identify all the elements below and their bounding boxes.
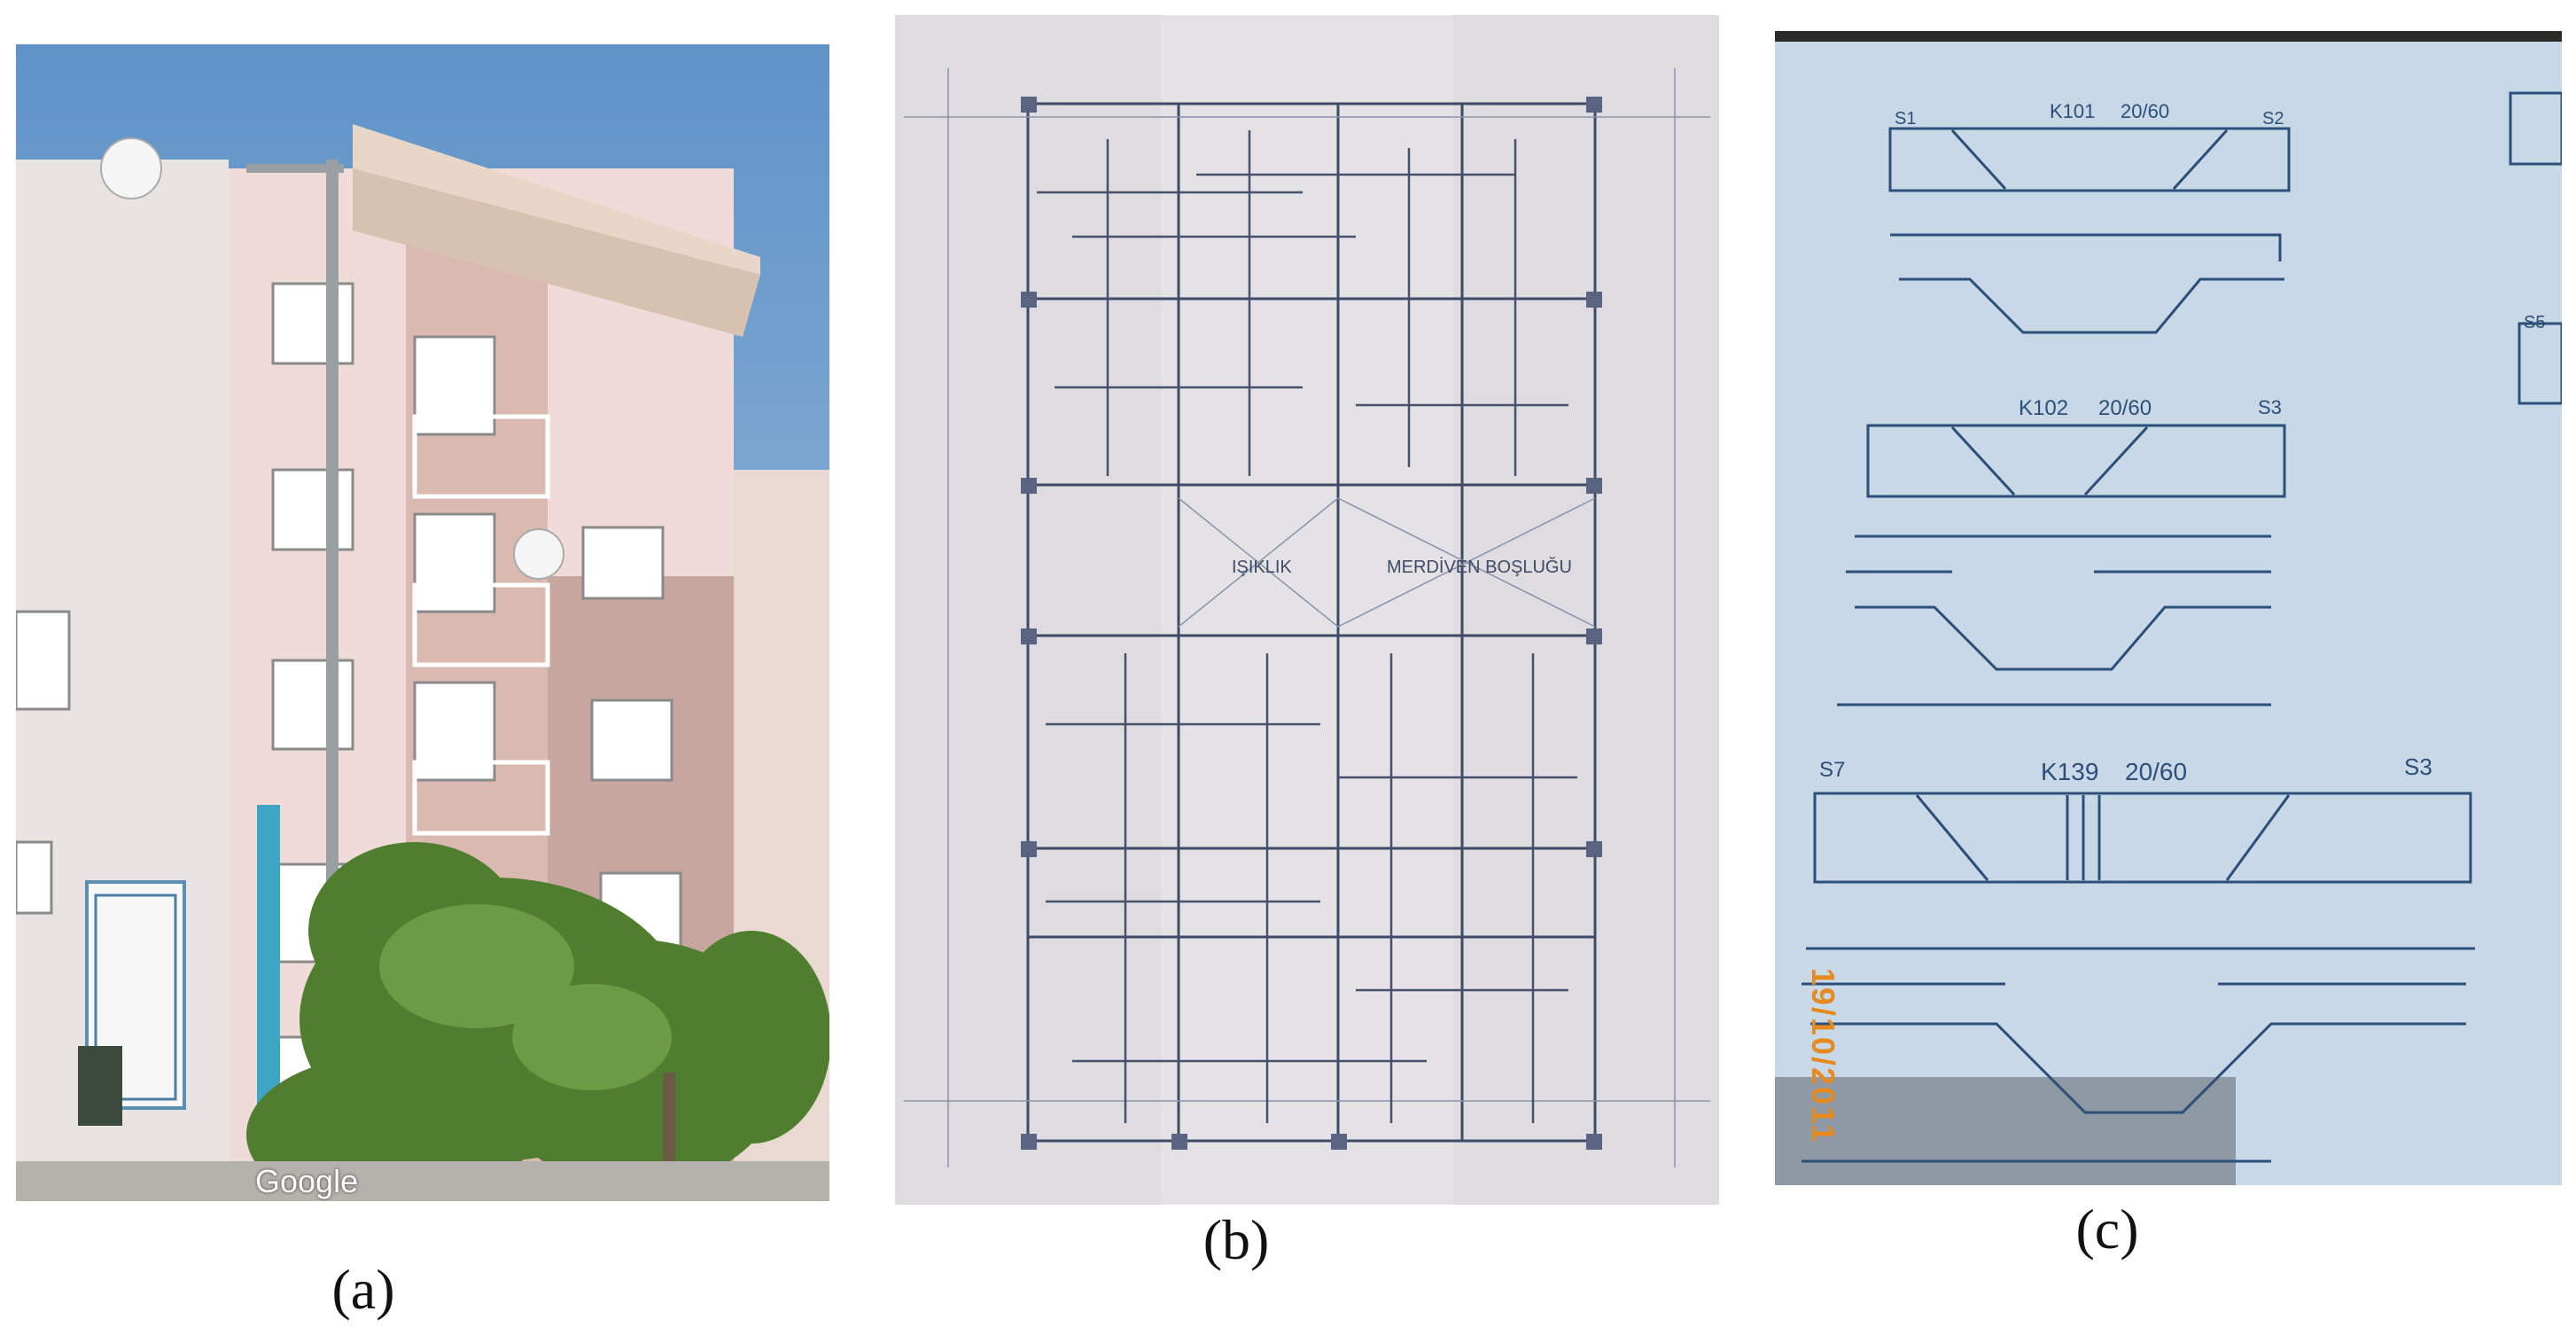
- beam-k139-name: K139: [2041, 758, 2099, 785]
- building-photo: [16, 44, 829, 1201]
- beam-k102-right: S3: [2258, 396, 2282, 418]
- date-stamp: 19/10/2011: [1805, 967, 1842, 1144]
- panel-a-photo: Google: [16, 44, 829, 1201]
- beam-drawing: [1775, 31, 2562, 1185]
- caption-c: (c): [2075, 1198, 2139, 1261]
- panel-b-photo: IŞIKLIK MERDİVEN BOŞLUĞU: [895, 15, 1719, 1205]
- beam-k139-left: S7: [1819, 758, 1846, 782]
- beam-k101-section: 20/60: [2121, 100, 2170, 122]
- beam-k102-name: K102: [2019, 396, 2069, 420]
- beam-k139-right: S3: [2404, 753, 2432, 780]
- beam-k101-right: S2: [2262, 109, 2284, 129]
- beam-k101-left: S1: [1895, 109, 1917, 129]
- beam-k102-section: 20/60: [2098, 396, 2152, 420]
- floor-plan-drawing: [895, 15, 1719, 1205]
- plan-label-isiklik: IŞIKLIK: [1232, 558, 1292, 577]
- side-label-s5: S5: [2524, 313, 2546, 332]
- panel-c-photo: S1 K101 20/60 S2 K102 20/60 S3 S7 K139 2…: [1775, 31, 2562, 1185]
- beam-k139-section: 20/60: [2125, 758, 2188, 785]
- beam-k101-name: K101: [2050, 100, 2096, 122]
- caption-a: (a): [331, 1258, 395, 1321]
- google-watermark: Google: [255, 1163, 359, 1199]
- plan-label-merdiven: MERDİVEN BOŞLUĞU: [1387, 558, 1572, 577]
- caption-b: (b): [1202, 1208, 1270, 1271]
